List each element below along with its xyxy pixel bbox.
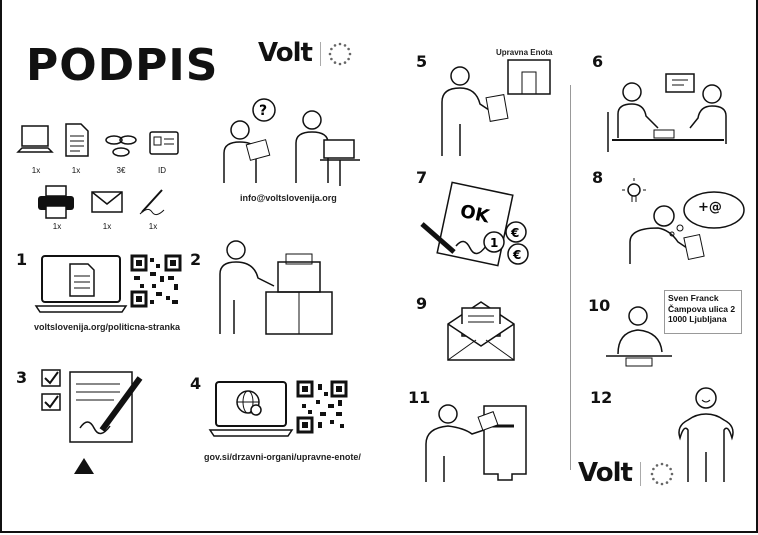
logo-divider: [320, 42, 321, 66]
meeting-desk-illustration: [607, 73, 727, 152]
envelope-letter-illustration: [447, 301, 515, 361]
step-number-10: 10: [588, 296, 611, 315]
lightbulb-icon: [627, 183, 641, 197]
step-number-6: 6: [592, 52, 604, 71]
ok-form-payment-illustration: OK € 1 €: [420, 181, 529, 267]
happy-person-illustration: [678, 387, 734, 482]
laptop-icon: [16, 125, 54, 153]
people-question-illustration: ?: [223, 98, 360, 186]
step-number-1: 1: [16, 250, 28, 269]
step-number-5: 5: [416, 52, 428, 71]
address-line: Sven Franck: [668, 293, 719, 303]
step-number-9: 9: [416, 294, 428, 313]
svg-text:€: €: [510, 226, 519, 240]
eu-stars-icon: [650, 462, 674, 486]
item-qty: 1x: [148, 222, 158, 231]
step-number-12: 12: [590, 388, 613, 407]
step-number-3: 3: [16, 368, 28, 387]
person-writing-illustration: [606, 306, 672, 367]
step-number-8: 8: [592, 168, 604, 187]
step-1-link[interactable]: voltslovenija.org/politicna-stranka: [34, 322, 181, 332]
laptop-globe-illustration: [208, 381, 294, 437]
person-mailbox-illustration: [425, 404, 527, 482]
laptop-document-illustration: [34, 255, 128, 313]
person-printer-illustration: [219, 240, 333, 335]
step-number-7: 7: [416, 168, 428, 187]
email-bubble-text: +@: [698, 200, 722, 215]
warning-icon: !: [91, 459, 95, 471]
volt-wordmark: Volt: [578, 458, 633, 488]
item-qty: 1x: [52, 222, 62, 231]
address-line: Čampova ulica 2: [668, 303, 736, 314]
qr-code-icon[interactable]: [130, 254, 182, 308]
pen-icon: [139, 189, 165, 216]
coins-icon: [105, 135, 137, 157]
item-qty: 1x: [71, 166, 81, 175]
address-card: Sven Franck Čampova ulica 2 1000 Ljublja…: [664, 290, 742, 334]
id-card-icon: [149, 131, 179, 155]
volt-wordmark: Volt: [258, 38, 313, 68]
item-qty: 1x: [102, 222, 112, 231]
page-title: PODPIS: [26, 40, 219, 91]
item-qty: 1x: [31, 166, 41, 175]
item-qty: 3€: [116, 166, 126, 175]
svg-text:1: 1: [490, 236, 498, 250]
qr-code-icon[interactable]: [296, 380, 348, 434]
svg-text:?: ?: [259, 103, 267, 119]
item-qty: ID: [158, 166, 166, 175]
column-divider: [570, 85, 571, 470]
eu-stars-icon: [328, 42, 352, 66]
step-number-2: 2: [190, 250, 202, 269]
logo-divider: [640, 462, 641, 486]
printer-icon: [38, 185, 74, 219]
envelope-icon: [91, 191, 123, 213]
document-icon: [65, 123, 89, 157]
address-line: 1000 Ljubljana: [668, 314, 727, 324]
volt-logo-bottom: Volt: [578, 458, 674, 488]
contact-email[interactable]: info@voltslovenija.org: [240, 193, 337, 203]
upravna-enota-label: Upravna Enota: [496, 48, 553, 57]
volt-logo-top: Volt: [258, 38, 352, 68]
sign-form-illustration: [41, 369, 143, 474]
step-number-11: 11: [408, 388, 431, 407]
step-number-4: 4: [190, 374, 202, 393]
step-4-link[interactable]: gov.si/drzavni-organi/upravne-enote/: [204, 452, 361, 462]
person-office-illustration: [441, 59, 551, 156]
svg-text:€: €: [512, 248, 521, 262]
idea-email-illustration: [622, 178, 745, 264]
